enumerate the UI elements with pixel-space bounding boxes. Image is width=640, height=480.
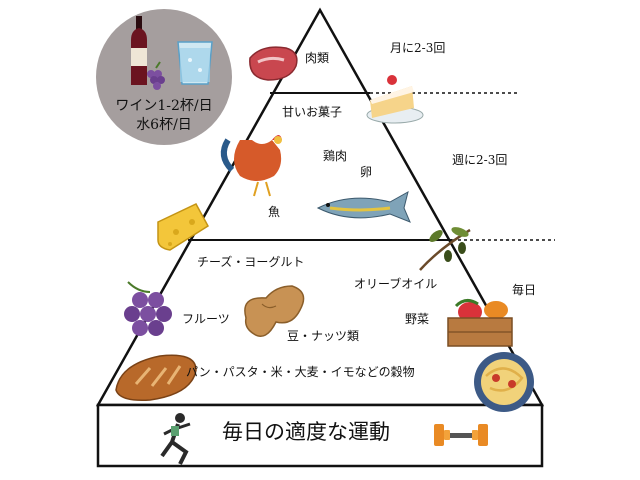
vegetables-label: 野菜 (405, 312, 430, 326)
fish-label: 魚 (268, 205, 281, 219)
pasta-icon (474, 352, 534, 412)
olive-branch-icon (419, 227, 471, 271)
exercise-label: 毎日の適度な運動 (222, 420, 390, 444)
cheese-icon (157, 203, 209, 251)
water-glass-icon (177, 41, 213, 85)
dumbbell-icon (434, 424, 488, 446)
steak-icon (249, 46, 298, 81)
olive-oil-label: オリーブオイル (354, 277, 438, 291)
beans-nuts-label: 豆・ナッツ類 (287, 329, 360, 343)
wine-label: ワイン1-2杯/日 (115, 98, 213, 114)
fruits-label: フルーツ (182, 312, 230, 326)
meat-label: 肉類 (305, 51, 330, 65)
wine-bottle-icon (131, 16, 147, 85)
bread-icon (115, 354, 197, 402)
sweets-label: 甘いお菓子 (282, 105, 343, 119)
rooster-icon (220, 135, 282, 197)
chicken-label: 鶏肉 (323, 149, 348, 163)
peanut-icon (244, 285, 305, 337)
grains-label: パン・パスタ・米・大麦・イモなどの穀物 (186, 365, 415, 379)
water-label: 水6杯/日 (136, 117, 192, 133)
runner-icon (160, 413, 191, 465)
cake-icon (366, 75, 424, 124)
grapes-icon (124, 281, 172, 336)
fish-icon (316, 191, 411, 223)
daily-frequency-label: 毎日 (512, 283, 537, 297)
grapes-small-icon (147, 61, 165, 90)
weekly-frequency-label: 週に2-3回 (452, 153, 508, 167)
vegetable-crate-icon (447, 299, 513, 347)
monthly-frequency-label: 月に2-3回 (390, 41, 446, 55)
cheese-yogurt-label: チーズ・ヨーグルト (197, 255, 305, 269)
egg-label: 卵 (360, 165, 373, 179)
